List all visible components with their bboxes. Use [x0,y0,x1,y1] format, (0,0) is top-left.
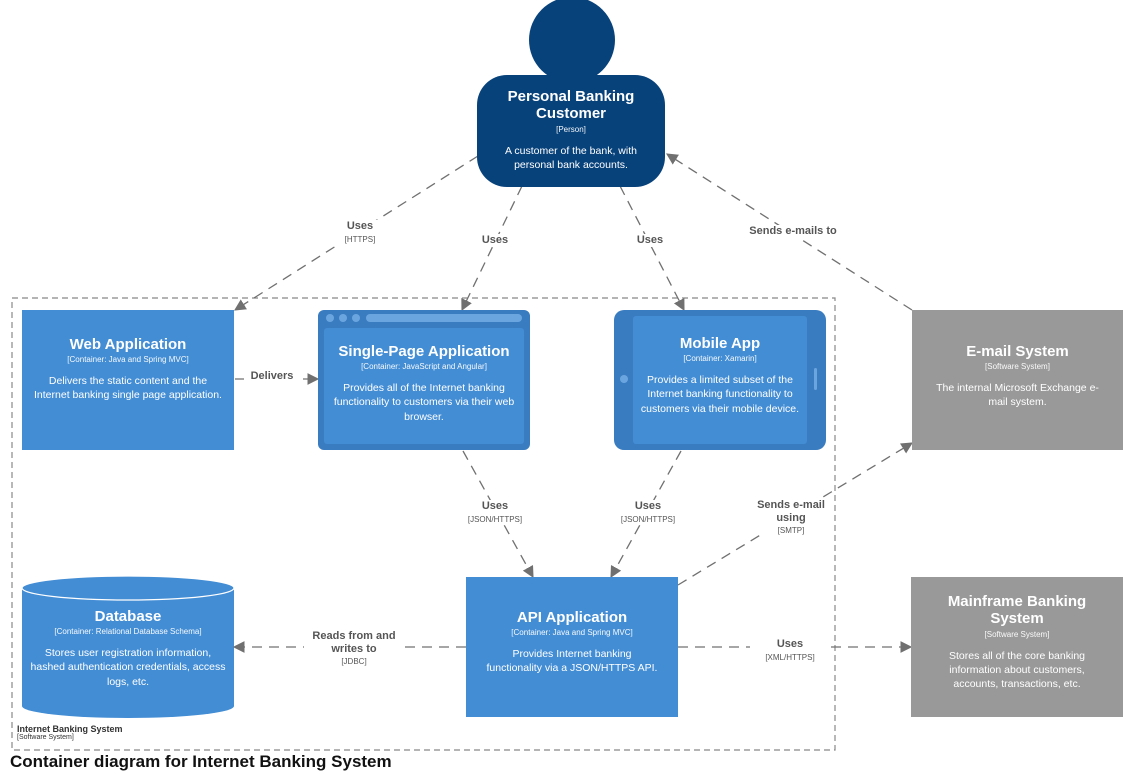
label-web-spa: Delivers [244,370,300,383]
browser-titlebar [318,310,530,326]
person-head-shape [529,0,615,83]
device-button-icon [620,375,628,383]
label-person-mobile: Uses [620,234,680,247]
email-description: The internal Microsoft Exchange e-mail s… [936,382,1099,409]
boundary-label: Internet Banking System [Software System… [17,724,123,741]
mainframe-type: [Software System] [984,629,1050,639]
mobile-name: Mobile App [679,335,761,352]
web-app-name: Web Application [69,336,187,353]
email-type: [Software System] [985,362,1050,372]
person-type: [Person] [556,124,586,134]
node-single-page-application: Single-Page Application [Container: Java… [318,310,530,450]
mobile-description: Provides a limited subset of the Interne… [640,374,800,415]
node-mobile-app: Mobile App [Container: Xamarin] Provides… [614,310,826,450]
api-tech: [Container: Java and Spring MVC] [511,628,633,638]
spa-name: Single-Page Application [338,343,510,360]
node-email-system: E-mail System [Software System] The inte… [912,310,1123,450]
database-name: Database [94,608,162,625]
email-name: E-mail System [966,343,1069,360]
label-person-spa: Uses [465,234,525,247]
label-spa-api: Uses [JSON/HTTPS] [455,500,535,524]
label-mobile-api: Uses [JSON/HTTPS] [608,500,688,524]
node-mainframe-system: Mainframe Banking System [Software Syste… [911,577,1123,717]
node-database: Database [Container: Relational Database… [22,608,234,708]
mainframe-description: Stores all of the core banking informati… [949,649,1085,690]
person-name: Personal Banking Customer [507,88,635,123]
mainframe-name: Mainframe Banking System [947,593,1087,628]
api-description: Provides Internet banking functionality … [486,648,658,675]
label-person-web: Uses [HTTPS] [320,220,400,244]
web-app-description: Delivers the static content and the Inte… [34,375,222,402]
label-api-db: Reads from and writes to [JDBC] [304,630,404,667]
person-description: A customer of the bank, with personal ba… [505,144,637,171]
label-email-person: Sends e-mails to [738,225,848,238]
edge-person-mobile [619,185,685,312]
spa-description: Provides all of the Internet banking fun… [333,382,515,423]
browser-address-bar [366,314,522,322]
boundary-name: Internet Banking System [17,724,123,734]
browser-dot-icon [352,314,360,322]
web-app-tech: [Container: Java and Spring MVC] [67,355,189,365]
device-screen: Mobile App [Container: Xamarin] Provides… [633,316,807,444]
browser-dot-icon [326,314,334,322]
browser-dot-icon [339,314,347,322]
edge-person-spa [461,185,523,312]
database-tech: [Container: Relational Database Schema] [54,627,202,637]
spa-tech: [Container: JavaScript and Angular] [361,362,487,372]
label-api-mainframe: Uses [XML/HTTPS] [750,638,830,662]
api-name: API Application [516,609,628,626]
label-api-email: Sends e-mail using [SMTP] [750,499,832,536]
node-api-application: API Application [Container: Java and Spr… [466,577,678,717]
database-description: Stores user registration information, ha… [30,647,226,688]
mobile-tech: [Container: Xamarin] [683,354,757,364]
node-web-application: Web Application [Container: Java and Spr… [22,310,234,450]
browser-content-area: Single-Page Application [Container: Java… [324,328,524,444]
system-boundary [11,297,836,751]
device-speaker [814,368,817,390]
database-cylinder-shape [21,575,235,718]
diagram-caption: Container diagram for Internet Banking S… [10,752,392,771]
boundary-type: [Software System] [17,734,74,741]
node-person: Personal Banking Customer [Person] A cus… [477,75,665,187]
